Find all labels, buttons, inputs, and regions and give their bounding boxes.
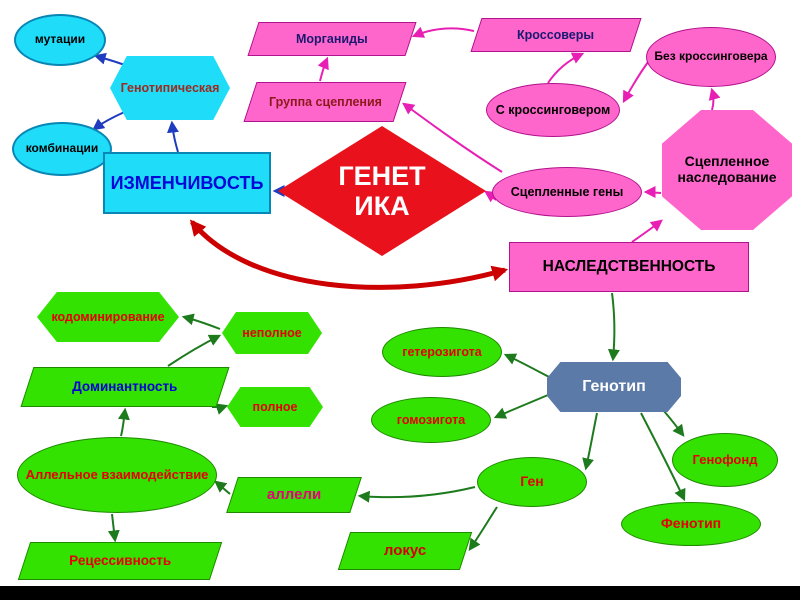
node-heredity-label: НАСЛЕДСТВЕННОСТЬ [542,258,716,276]
node-with-crossingover-label: С кроссинговером [495,103,611,117]
node-dominance: Доминантность [20,367,230,407]
node-mutations-label: мутации [34,32,86,47]
node-codominance: кодоминирование [37,292,179,342]
node-morganids: Морганиды [247,22,417,56]
node-recessiveness: Рецессивность [17,542,223,580]
node-alleles: аллели [226,477,362,513]
node-morganids-label: Морганиды [296,32,368,46]
node-linked-inheritance-label: Сцепленное наследование [677,153,777,185]
node-alleles-label: аллели [266,485,322,503]
node-linked-inheritance: Сцепленное наследование [662,110,792,230]
node-dominance-label: Доминантность [72,379,178,395]
node-homozygote: гомозигота [371,397,491,443]
node-with-crossingover: С кроссинговером [486,83,620,137]
node-crossovers-label: Кроссоверы [517,28,595,42]
node-heredity: НАСЛЕДСТВЕННОСТЬ [509,242,749,292]
node-phenotype-label: Фенотип [660,515,722,532]
node-without-crossingover: Без кроссинговера [646,27,776,87]
node-gene-pool: Генофонд [672,433,778,487]
node-incomplete-dominance-label: неполное [242,326,302,340]
node-linked-genes: Сцепленные гены [492,167,642,217]
node-gene: Ген [477,457,587,507]
node-genotypic: Генотипическая [110,56,230,120]
node-genotype-label: Генотип [582,378,646,396]
bottom-black-bar [0,586,800,600]
node-locus-label: локус [383,541,427,559]
node-genetics-center: ГЕНЕТИКА [278,126,486,256]
node-homozygote-label: гомозигота [396,413,466,427]
node-linked-genes-label: Сцепленные гены [510,185,624,199]
node-phenotype: Фенотип [621,502,761,546]
node-crossovers: Кроссоверы [470,18,642,52]
node-without-crossingover-label: Без кроссинговера [654,49,768,64]
node-locus: локус [337,532,473,570]
node-allelic-interaction: Аллельное взаимодействие [17,437,217,513]
node-mutations: мутации [14,14,106,66]
node-heterozygote-label: гетерозигота [402,345,482,359]
node-recessiveness-label: Рецессивность [68,553,172,569]
node-genotypic-label: Генотипическая [120,81,220,95]
node-linkage-group: Группа сцепления [243,82,407,122]
node-codominance-label: кодоминирование [51,310,165,324]
node-variability: ИЗМЕНЧИВОСТЬ [103,152,271,214]
node-complete-dominance-label: полное [252,400,298,414]
node-combinations: комбинации [12,122,112,176]
node-incomplete-dominance: неполное [222,312,322,354]
node-allelic-interaction-label: Аллельное взаимодействие [25,466,209,482]
node-genetics-label: ГЕНЕТИКА [338,160,426,221]
node-complete-dominance: полное [227,387,323,427]
node-heterozygote: гетерозигота [382,327,502,377]
node-gene-label: Ген [520,473,544,490]
node-combinations-label: комбинации [25,141,99,156]
node-genotype: Генотип [547,362,681,412]
node-variability-label: ИЗМЕНЧИВОСТЬ [110,172,264,193]
node-linkage-group-label: Группа сцепления [268,95,382,109]
node-gene-pool-label: Генофонд [692,451,758,467]
